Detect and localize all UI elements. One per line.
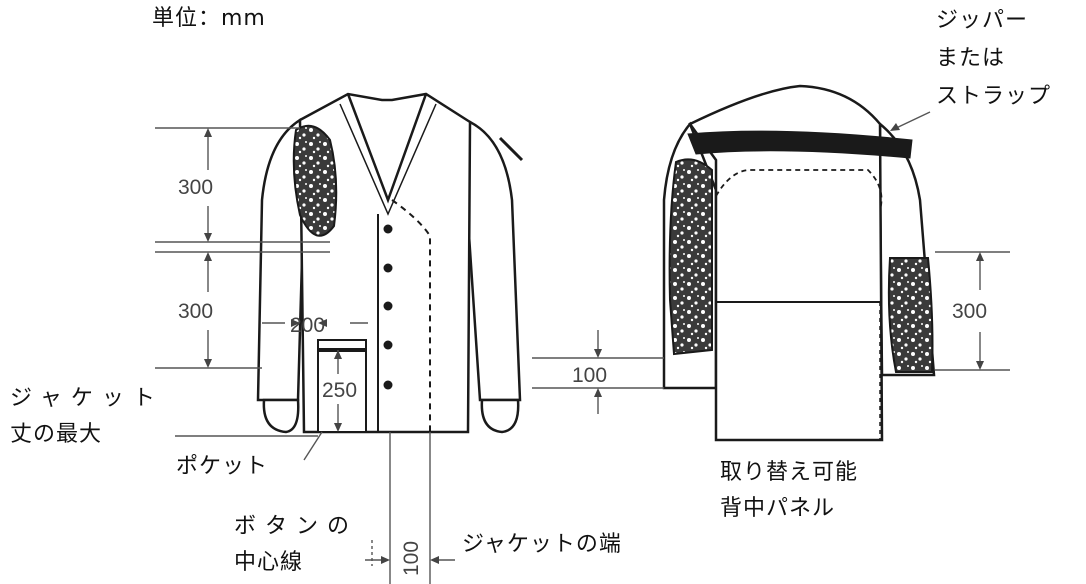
front-jacket <box>256 92 524 434</box>
button-center-label-line2: 中心線 <box>234 550 304 575</box>
back-body <box>688 84 884 442</box>
dim-pocket-height: 250 <box>322 379 357 402</box>
left-hand <box>262 398 300 434</box>
right-hand <box>480 398 520 434</box>
jacket-length-label-line1: ジャケット <box>10 386 164 411</box>
front-buttons <box>383 224 393 390</box>
button-2 <box>383 263 393 273</box>
zipper-label-line1: ジッパー <box>936 8 1029 33</box>
back-panel-label-line2: 背中パネル <box>720 496 836 521</box>
dim-back-sleeve: 300 <box>952 300 987 323</box>
jacket-length-label-line2: 丈の最大 <box>10 422 103 447</box>
back-right-sleeve-patch <box>887 257 934 373</box>
back-left-sleeve-patch <box>668 158 713 356</box>
zipper-label-line3: ストラップ <box>936 84 1052 109</box>
button-1 <box>383 224 393 234</box>
button-4 <box>383 340 393 350</box>
jacket-edge-label: ジャケットの端 <box>462 532 622 557</box>
button-center-label-line1: ボタンの <box>234 514 359 539</box>
arrow-heads <box>204 123 984 564</box>
dim-pocket-width: 200 <box>290 314 325 337</box>
button-3 <box>383 301 393 311</box>
unit-label: 単位：mm <box>152 6 266 31</box>
dim-upper-sleeve: 300 <box>178 176 213 199</box>
button-5 <box>383 380 393 390</box>
pocket-label: ポケット <box>176 454 269 479</box>
dim-button-offset: 100 <box>400 541 423 576</box>
dim-lower-sleeve: 300 <box>178 300 213 323</box>
zipper-label-line2: または <box>936 46 1006 71</box>
back-panel-label-line1: 取り替え可能 <box>720 460 859 485</box>
back-panel-dashed-top <box>715 169 883 211</box>
front-sleeve-patch <box>292 124 338 237</box>
front-right-sleeve <box>464 120 522 402</box>
dim-hem: 100 <box>572 364 607 387</box>
